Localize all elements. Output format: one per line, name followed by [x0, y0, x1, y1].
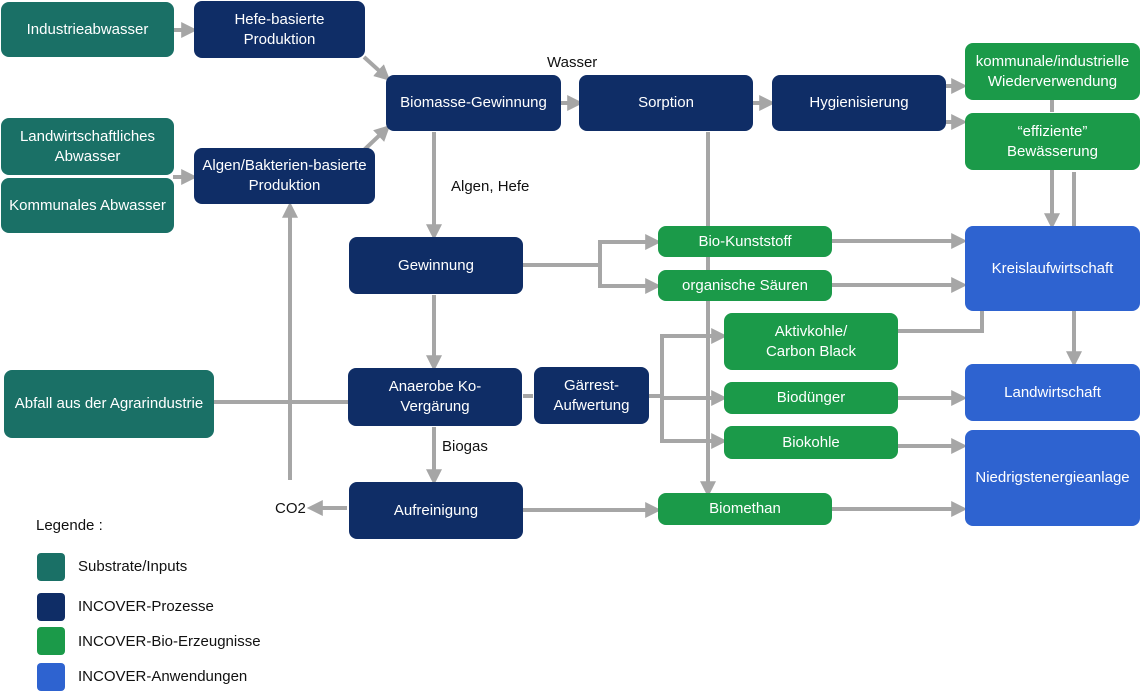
node-bewaesserung: “effiziente” Bewässerung [965, 113, 1140, 170]
node-label: Biomethan [709, 500, 781, 517]
node-landwirtschaftliches-abwasser: Landwirtschaftliches Abwasser [1, 118, 174, 175]
label-co2: CO2 [275, 500, 306, 517]
node-label: Landwirtschaft [1004, 383, 1101, 401]
node-bio-kunststoff: Bio-Kunststoff [658, 226, 832, 257]
node-label: Abfall aus der Agrarindustrie [14, 395, 204, 412]
label-wasser: Wasser [547, 54, 598, 71]
node-label: kommunale/industrielle Wiederverwendung [975, 52, 1130, 90]
node-label: Niedrigstenergieanlage [975, 469, 1130, 486]
node-label: Sorption [638, 94, 694, 111]
node-label: Industrieabwasser [26, 20, 149, 38]
node-organische-saeuren: organische Säuren [658, 270, 832, 301]
legend-swatch-substrate [37, 553, 65, 581]
node-label: Algen/Bakterien-basierte Produktion [202, 157, 367, 194]
arrow-hefe-biomasse [362, 55, 391, 81]
node-label: Bio-Kunststoff [698, 232, 792, 250]
node-label: “effiziente” Bewässerung [1007, 122, 1098, 160]
arrow-to-aktivkohle [660, 328, 728, 396]
arrow-to-biokohle [660, 396, 728, 449]
node-label: Kommunales Abwasser [9, 196, 166, 214]
node-kommunales-abwasser: Kommunales Abwasser [1, 178, 174, 233]
legend-label-erzeugnisse: INCOVER-Bio-Erzeugnisse [78, 633, 261, 650]
node-label: Biokohle [782, 433, 840, 451]
legend-label-anwendungen: INCOVER-Anwendungen [78, 668, 248, 685]
node-biomasse-gewinnung: Biomasse-Gewinnung [386, 75, 561, 131]
node-label: Aktivkohle/ Carbon Black [765, 322, 857, 360]
node-gewinnung: Gewinnung [349, 237, 523, 294]
node-label: Anaerobe Ko-Vergärung [388, 378, 482, 415]
legend-swatch-prozesse [37, 593, 65, 621]
legend-label-substrate: Substrate/Inputs [78, 558, 188, 575]
node-abfall-agrarindustrie: Abfall aus der Agrarindustrie [4, 370, 214, 438]
node-hygienisierung: Hygienisierung [772, 75, 946, 131]
node-biokohle: Biokohle [724, 426, 898, 459]
label-biogas: Biogas [442, 438, 488, 455]
node-biodunger: Biodünger [724, 382, 898, 414]
label-algen-hefe: Algen, Hefe [451, 178, 530, 195]
node-label: Landwirtschaftliches Abwasser [19, 127, 156, 165]
node-label: Gewinnung [398, 256, 474, 274]
node-biomethan: Biomethan [658, 493, 832, 525]
node-sorption: Sorption [579, 75, 753, 131]
legend-title: Legende : [36, 517, 103, 534]
arrow-to-biokunststoff [598, 234, 662, 265]
node-label: Aufreinigung [393, 501, 479, 519]
node-wiederverwendung: kommunale/industrielle Wiederverwendung [965, 43, 1140, 100]
node-niedrigstenergieanlage: Niedrigstenergieanlage [965, 430, 1140, 526]
node-algen-produktion: Algen/Bakterien-basierte Produktion [194, 148, 375, 204]
arrow-to-saeuren [598, 265, 662, 294]
node-label: Hygienisierung [809, 94, 909, 111]
legend-swatch-anwendungen [37, 663, 65, 691]
node-label: organische Säuren [682, 276, 808, 294]
node-hefe-produktion: Hefe-basierte Produktion [194, 1, 365, 58]
node-label: Kreislaufwirtschaft [991, 259, 1114, 277]
node-aufreinigung: Aufreinigung [349, 482, 523, 539]
legend-swatch-erzeugnisse [37, 627, 65, 655]
arrow-aktivkohle-kreislauf [898, 294, 990, 333]
node-label: Biodünger [776, 389, 846, 406]
legend-label-prozesse: INCOVER-Prozesse [78, 598, 214, 615]
node-anaerobe-vergaerung: Anaerobe Ko-Vergärung [348, 368, 522, 426]
arrow-algen-biomasse [362, 125, 391, 152]
node-label: Biomasse-Gewinnung [400, 94, 547, 111]
node-gaerrest-aufwertung: Gärrest-Aufwertung [534, 367, 649, 424]
node-label: Gärrest-Aufwertung [553, 376, 630, 414]
node-label: Hefe-basierte Produktion [234, 10, 325, 48]
node-aktivkohle: Aktivkohle/ Carbon Black [724, 313, 898, 370]
node-industrieabwasser: Industrieabwasser [1, 2, 174, 57]
node-kreislaufwirtschaft: Kreislaufwirtschaft [965, 226, 1140, 311]
node-landwirtschaft: Landwirtschaft [965, 364, 1140, 421]
